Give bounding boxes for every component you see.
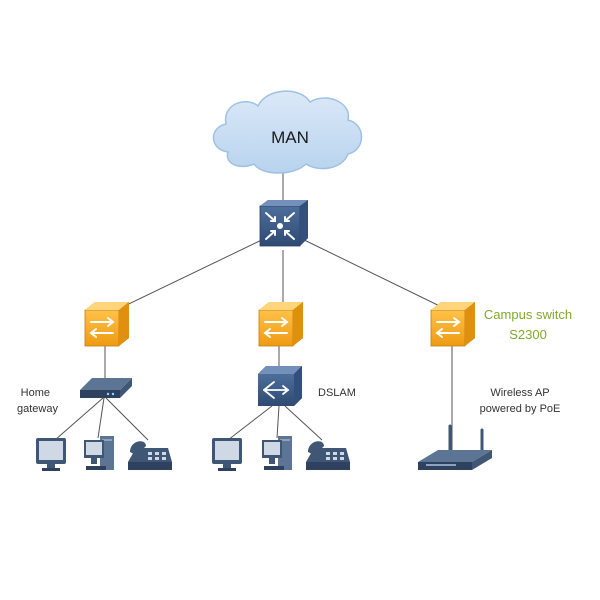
link-gateway-monitor xyxy=(54,397,104,441)
wireless-ap-icon xyxy=(418,424,492,470)
link-dslam-monitor xyxy=(227,405,273,441)
monitor-icon xyxy=(36,438,66,471)
network-links xyxy=(54,168,453,452)
home-gateway-label-line1: Home xyxy=(20,387,50,399)
link-dslam-pc xyxy=(276,405,280,439)
pc-icon xyxy=(84,436,114,470)
core-switch-icon xyxy=(259,200,308,247)
wireless-ap-label-line1: Wireless AP xyxy=(490,387,550,399)
monitor-icon xyxy=(212,438,242,471)
dslam-icon xyxy=(258,366,302,406)
link-gateway-phone xyxy=(105,397,149,441)
campus-switch-label-line1: Campus switch xyxy=(483,307,573,322)
campus-switch-label-line2: S2300 xyxy=(509,327,547,342)
dslam-label: DSLAM xyxy=(318,387,356,399)
access-switch-icon xyxy=(258,301,304,347)
wireless-ap-label-line2: powered by PoE xyxy=(479,403,561,415)
link-core-right xyxy=(295,235,453,313)
pc-icon xyxy=(262,436,292,470)
cloud-label: MAN xyxy=(271,128,309,147)
home-gateway-icon xyxy=(80,378,132,398)
access-switch-icon xyxy=(84,301,130,347)
link-gateway-pc xyxy=(97,397,105,439)
link-dslam-phone xyxy=(284,405,323,441)
phone-icon xyxy=(128,441,172,470)
cloud-icon xyxy=(212,90,363,174)
access-switch-icon xyxy=(430,301,476,347)
link-core-left xyxy=(111,235,271,313)
home-gateway-label-line2: gateway xyxy=(17,403,58,415)
phone-icon xyxy=(306,441,350,470)
